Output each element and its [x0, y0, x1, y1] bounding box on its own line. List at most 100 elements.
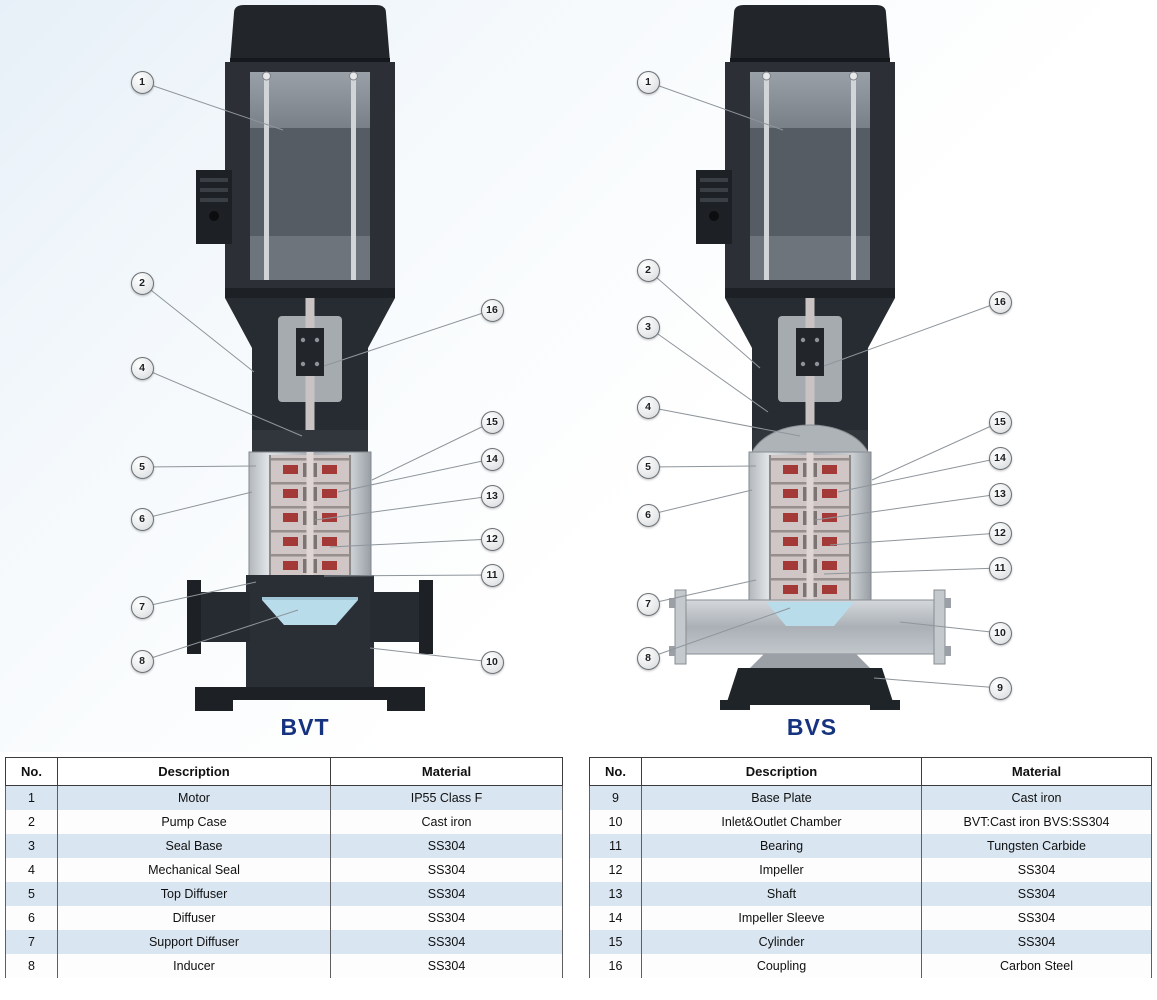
cell-description: Pump Case: [57, 809, 331, 834]
part-callout: 5: [130, 455, 154, 479]
part-callout: 12: [988, 521, 1012, 545]
table-header-row: No. Description Material: [589, 757, 1152, 786]
part-callout: 16: [988, 290, 1012, 314]
parts-table-left: No. Description Material 1 Motor IP55 Cl…: [5, 757, 563, 978]
pump-label-bvs: BVS: [786, 714, 838, 740]
cell-material: Tungsten Carbide: [921, 833, 1152, 858]
bvt-pump: [187, 4, 433, 711]
part-callout: 3: [636, 315, 660, 339]
part-callout: 1: [636, 70, 660, 94]
leader-lines: [141, 81, 1001, 689]
part-callout: 8: [636, 646, 660, 670]
cell-material: Carbon Steel: [921, 953, 1152, 978]
cell-description: Bearing: [641, 833, 922, 858]
table-row: 2 Pump Case Cast iron: [5, 809, 563, 834]
part-callout: 1: [130, 70, 154, 94]
header-no: No.: [5, 757, 58, 786]
part-callout: 4: [130, 356, 154, 380]
part-callout: 11: [988, 556, 1012, 580]
table-row: 4 Mechanical Seal SS304: [5, 857, 563, 882]
cell-material: SS304: [921, 881, 1152, 906]
part-callout: 2: [130, 271, 154, 295]
header-material: Material: [921, 757, 1152, 786]
part-callout: 9: [988, 676, 1012, 700]
cell-no: 2: [5, 809, 58, 834]
cell-no: 5: [5, 881, 58, 906]
cell-no: 6: [5, 905, 58, 930]
part-callout: 7: [130, 595, 154, 619]
table-row: 6 Diffuser SS304: [5, 905, 563, 930]
cell-no: 13: [589, 881, 642, 906]
cell-no: 11: [589, 833, 642, 858]
header-description: Description: [641, 757, 922, 786]
cell-description: Base Plate: [641, 785, 922, 810]
cell-no: 9: [589, 785, 642, 810]
cell-no: 16: [589, 953, 642, 978]
part-callout: 15: [480, 410, 504, 434]
part-callout: 7: [636, 592, 660, 616]
pump-label-bvt: BVT: [280, 714, 330, 740]
cell-description: Support Diffuser: [57, 929, 331, 954]
table-row: 13 Shaft SS304: [589, 881, 1152, 906]
part-callout: 10: [480, 650, 504, 674]
bvt-base: [187, 575, 433, 711]
cell-description: Inducer: [57, 953, 331, 978]
cell-description: Mechanical Seal: [57, 857, 331, 882]
bvs-base: [669, 424, 951, 710]
cell-material: SS304: [330, 881, 563, 906]
part-callout: 2: [636, 258, 660, 282]
table-row: 14 Impeller Sleeve SS304: [589, 905, 1152, 930]
part-callout: 14: [480, 447, 504, 471]
table-row: 5 Top Diffuser SS304: [5, 881, 563, 906]
table-header-row: No. Description Material: [5, 757, 563, 786]
cell-material: SS304: [921, 857, 1152, 882]
table-row: 3 Seal Base SS304: [5, 833, 563, 858]
table-row: 1 Motor IP55 Class F: [5, 785, 563, 810]
cell-no: 8: [5, 953, 58, 978]
pump-diagram-area: 1 2 4 5 6 7 8 16 15 14 13 12 11 10 1 2 3…: [0, 0, 1157, 752]
header-material: Material: [330, 757, 563, 786]
table-row: 7 Support Diffuser SS304: [5, 929, 563, 954]
parts-table-right: No. Description Material 9 Base Plate Ca…: [589, 757, 1152, 978]
cell-material: SS304: [330, 953, 563, 978]
cell-material: SS304: [921, 905, 1152, 930]
parts-tables: No. Description Material 1 Motor IP55 Cl…: [0, 757, 1157, 978]
part-callout: 13: [480, 484, 504, 508]
part-callout: 14: [988, 446, 1012, 470]
cell-material: SS304: [330, 833, 563, 858]
part-callout: 16: [480, 298, 504, 322]
cell-description: Impeller Sleeve: [641, 905, 922, 930]
part-callout: 12: [480, 527, 504, 551]
header-no: No.: [589, 757, 642, 786]
cell-description: Seal Base: [57, 833, 331, 858]
cell-material: SS304: [330, 929, 563, 954]
header-description: Description: [57, 757, 331, 786]
table-row: 9 Base Plate Cast iron: [589, 785, 1152, 810]
part-callout: 6: [636, 503, 660, 527]
table-row: 10 Inlet&Outlet Chamber BVT:Cast iron BV…: [589, 809, 1152, 834]
cell-material: Cast iron: [330, 809, 563, 834]
cell-no: 10: [589, 809, 642, 834]
cell-material: SS304: [330, 857, 563, 882]
cell-material: Cast iron: [921, 785, 1152, 810]
cell-material: BVT:Cast iron BVS:SS304: [921, 809, 1152, 834]
cell-description: Inlet&Outlet Chamber: [641, 809, 922, 834]
part-callout: 6: [130, 507, 154, 531]
cell-description: Coupling: [641, 953, 922, 978]
cell-description: Top Diffuser: [57, 881, 331, 906]
cell-no: 15: [589, 929, 642, 954]
cell-no: 1: [5, 785, 58, 810]
table-row: 16 Coupling Carbon Steel: [589, 953, 1152, 978]
cell-no: 3: [5, 833, 58, 858]
cell-description: Impeller: [641, 857, 922, 882]
bvs-pump: [669, 4, 951, 710]
cell-no: 14: [589, 905, 642, 930]
table-row: 11 Bearing Tungsten Carbide: [589, 833, 1152, 858]
cell-description: Diffuser: [57, 905, 331, 930]
cell-no: 4: [5, 857, 58, 882]
pump-illustrations: [141, 4, 1001, 711]
cell-description: Cylinder: [641, 929, 922, 954]
cell-material: SS304: [921, 929, 1152, 954]
part-callout: 13: [988, 482, 1012, 506]
